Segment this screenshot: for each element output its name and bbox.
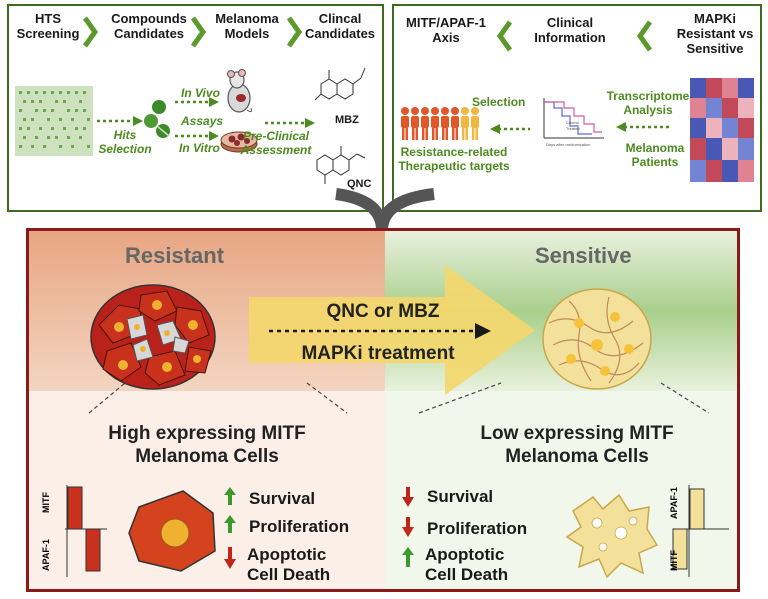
back-chevrons xyxy=(496,20,653,52)
left-effect-arrows xyxy=(224,487,236,569)
qnc-molecule-icon xyxy=(316,146,366,184)
km-xlabel: Days after randomization xyxy=(546,142,591,147)
step-hts: HTS Screening xyxy=(16,11,80,41)
patients-group-icon xyxy=(401,107,479,140)
main-panel: Resistant Sensitive QNC or MBZ MA xyxy=(26,228,740,592)
right-expression-bars xyxy=(672,485,729,577)
petri-dish-icon xyxy=(220,131,258,153)
resistant-cell-cluster xyxy=(90,284,216,390)
km-legend-control: Control xyxy=(566,120,579,125)
arrow-label-bottom: MAPKi treatment xyxy=(301,343,455,364)
qnc-label: QNC xyxy=(347,178,372,190)
in-vitro-label: In Vitro xyxy=(179,141,220,155)
sensitive-cell-cluster xyxy=(542,288,652,390)
hits-arrow xyxy=(97,116,143,126)
right-effect-proliferation: Proliferation xyxy=(427,519,528,538)
sensitive-title: Sensitive xyxy=(535,243,632,268)
heatmap-icon xyxy=(690,78,754,182)
hits-selection-label: Hits Selection xyxy=(98,128,152,157)
callout-lines xyxy=(88,382,710,414)
km-legend-treated: Treated xyxy=(566,126,580,131)
mbz-molecule-icon xyxy=(314,67,366,101)
kaplan-meier-plot xyxy=(543,98,604,139)
transcriptome-label: Transcriptome Analysis xyxy=(606,89,690,117)
clinical-information-header: Clinical Information xyxy=(534,15,606,45)
hts-plate-icon xyxy=(15,86,93,156)
mouse-icon xyxy=(227,69,252,113)
preclinical-arrow xyxy=(265,118,315,128)
assays-label: Assays xyxy=(181,114,224,128)
preclinical-label: Pre-Clinical Assessment xyxy=(240,129,312,158)
left-apaf1-axis-label: APAF-1 xyxy=(41,539,51,571)
left-effect-survival: Survival xyxy=(249,489,316,508)
assay-arrows xyxy=(175,97,219,141)
step-models: Melanoma Models xyxy=(215,11,279,41)
targets-label: Resistance-related Therapeutic targets xyxy=(398,145,510,173)
left-effect-apoptosis: Apoptotic Cell Death xyxy=(247,545,331,584)
step-compounds: Compounds Candidates xyxy=(111,11,187,41)
selection-label: Selection xyxy=(472,95,526,109)
selection-arrow xyxy=(490,124,530,134)
treatment-arrow xyxy=(249,265,535,395)
left-effect-proliferation: Proliferation xyxy=(249,517,350,536)
high-mitf-label: High expressing MITF Melanoma Cells xyxy=(108,423,306,467)
step-clinical: Clincal Candidates xyxy=(304,11,376,41)
mitf-apaf1-axis-header: MITF/APAF-1 Axis xyxy=(406,15,486,45)
mbz-label: MBZ xyxy=(335,114,359,126)
clinical-panel: MITF/APAF-1 Axis Clinical Information MA… xyxy=(392,4,762,212)
mapki-header: MAPKi Resistant vs Sensitive xyxy=(676,11,754,56)
apoptotic-cell xyxy=(565,493,659,579)
in-vivo-label: In Vivo xyxy=(181,86,220,100)
right-effect-arrows xyxy=(402,487,414,567)
right-effect-survival: Survival xyxy=(427,487,494,506)
workflow-panel: HTS Screening Compounds Candidates Melan… xyxy=(7,4,384,212)
patients-label: Melanoma Patients xyxy=(625,141,685,169)
left-mitf-axis-label: MITF xyxy=(41,492,51,513)
right-mitf-axis-label: MITF xyxy=(669,550,679,571)
step-chevrons xyxy=(82,16,303,48)
low-mitf-label: Low expressing MITF Melanoma Cells xyxy=(480,423,674,467)
resistant-single-cell xyxy=(128,490,216,572)
right-apaf1-axis-label: APAF-1 xyxy=(669,487,679,519)
right-effect-apoptosis: Apoptotic Cell Death xyxy=(425,545,509,584)
left-expression-bars xyxy=(65,485,107,577)
compound-pills-icon xyxy=(144,100,170,138)
resistant-title: Resistant xyxy=(125,243,225,268)
transcriptome-arrow xyxy=(616,122,672,132)
arrow-label-top: QNC or MBZ xyxy=(326,301,440,322)
